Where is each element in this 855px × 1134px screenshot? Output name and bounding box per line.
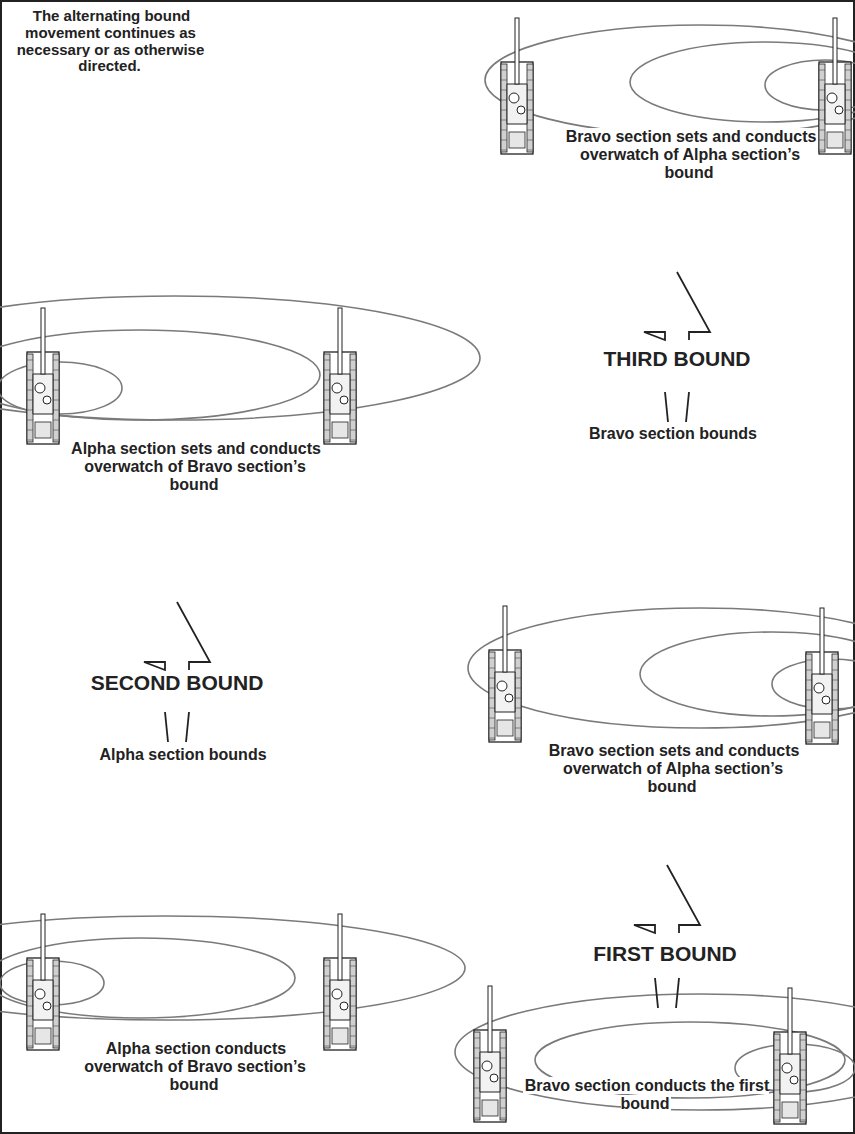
bound-label: Bravo section conducts the first bound <box>523 1077 770 1112</box>
range-fan <box>485 25 855 135</box>
overwatch-label: Alpha section conducts overwatch of Brav… <box>84 1040 306 1093</box>
bound-label: Bravo section conducts the first bound <box>515 1077 777 1113</box>
tank-symbol <box>474 986 506 1122</box>
tank-symbol <box>324 914 356 1050</box>
bound-title: SECOND BOUND <box>57 671 297 695</box>
overwatch-label: Bravo section sets and conducts overwatc… <box>560 128 820 182</box>
overwatch-label: Bravo section sets and conducts overwatc… <box>564 128 817 181</box>
range-fan <box>468 608 855 728</box>
overwatch-label: Alpha section sets and conducts overwatc… <box>65 440 325 494</box>
note-text: The alternating bound movement continues… <box>17 7 205 74</box>
overwatch-label: Alpha section conducts overwatch of Brav… <box>70 1040 320 1094</box>
bound-arrow <box>634 865 700 1008</box>
bound-title: SECOND BOUND <box>89 671 266 694</box>
tank-symbol <box>489 606 521 742</box>
bound-label: Bravo section bounds <box>587 425 759 442</box>
bound-label: Bravo section bounds <box>563 425 783 443</box>
bound-label: Alpha section bounds <box>97 746 268 763</box>
bound-title: FIRST BOUND <box>555 942 775 966</box>
overwatch-label: Bravo section sets and conducts overwatc… <box>543 742 803 796</box>
tank-symbol <box>774 988 806 1124</box>
range-fan <box>0 330 320 420</box>
bound-label: Alpha section bounds <box>73 746 293 764</box>
overwatch-label: Bravo section sets and conducts overwatc… <box>547 742 800 795</box>
range-fan <box>0 916 465 1020</box>
bound-title: THIRD BOUND <box>602 347 753 370</box>
range-fan <box>0 362 122 414</box>
tank-symbol <box>27 308 59 444</box>
note-text: The alternating bound movement continues… <box>8 8 213 75</box>
bound-title: THIRD BOUND <box>567 347 787 371</box>
range-fan <box>0 296 480 420</box>
tank-symbol <box>819 18 851 154</box>
tank-symbol <box>806 608 838 744</box>
tank-symbol <box>324 308 356 444</box>
tank-symbol <box>501 18 533 154</box>
tank-symbol <box>27 914 59 1050</box>
bound-title: FIRST BOUND <box>591 942 739 965</box>
overwatch-label: Alpha section sets and conducts overwatc… <box>69 440 321 493</box>
